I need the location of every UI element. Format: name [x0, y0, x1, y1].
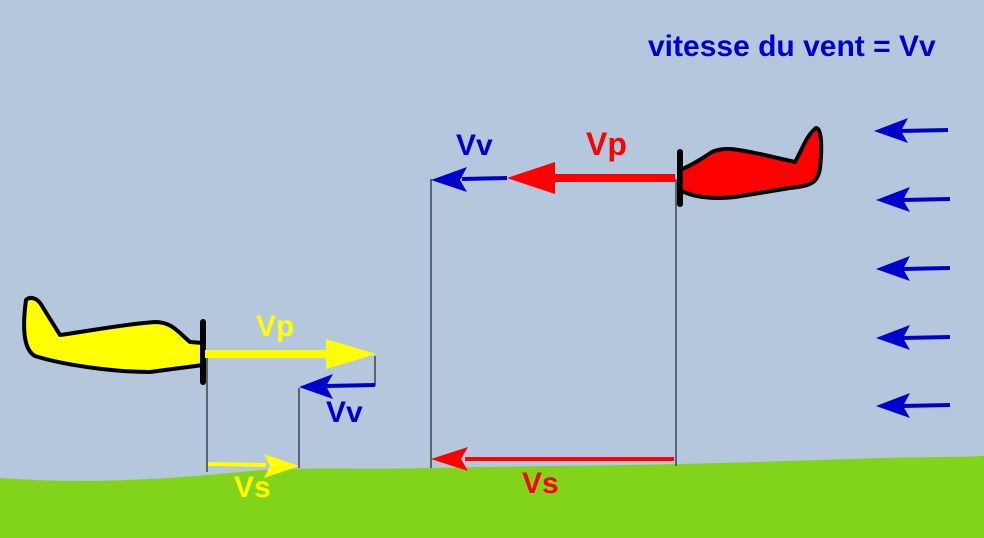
yellow-airplane-icon [22, 296, 206, 385]
red-vp-label: Vp [586, 126, 627, 162]
arrow-left-icon [876, 256, 951, 281]
ground [0, 456, 984, 538]
red-vp-arrow [507, 162, 675, 194]
red-vv-arrow [431, 167, 508, 192]
red-airplane-icon [677, 126, 824, 207]
red-vs-arrow [431, 447, 674, 471]
yellow-vp-arrow [205, 339, 376, 369]
wind-speed-title: vitesse du vent = Vv [648, 30, 936, 63]
arrow-left-icon [876, 325, 951, 350]
arrow-left-icon [876, 393, 951, 418]
yellow-vv-label: Vv [326, 396, 363, 429]
arrow-left-icon [874, 118, 949, 143]
arrow-left-icon [876, 187, 951, 212]
yellow-vs-label: Vs [234, 471, 271, 504]
guide-lines [206, 179, 677, 472]
red-vs-label: Vs [522, 467, 559, 500]
red-vv-label: Vv [456, 129, 493, 162]
yellow-vv-arrow [299, 374, 376, 399]
wind-arrows [874, 118, 951, 418]
yellow-vp-label: Vp [256, 310, 295, 343]
yellow-vs-arrow [207, 454, 299, 478]
